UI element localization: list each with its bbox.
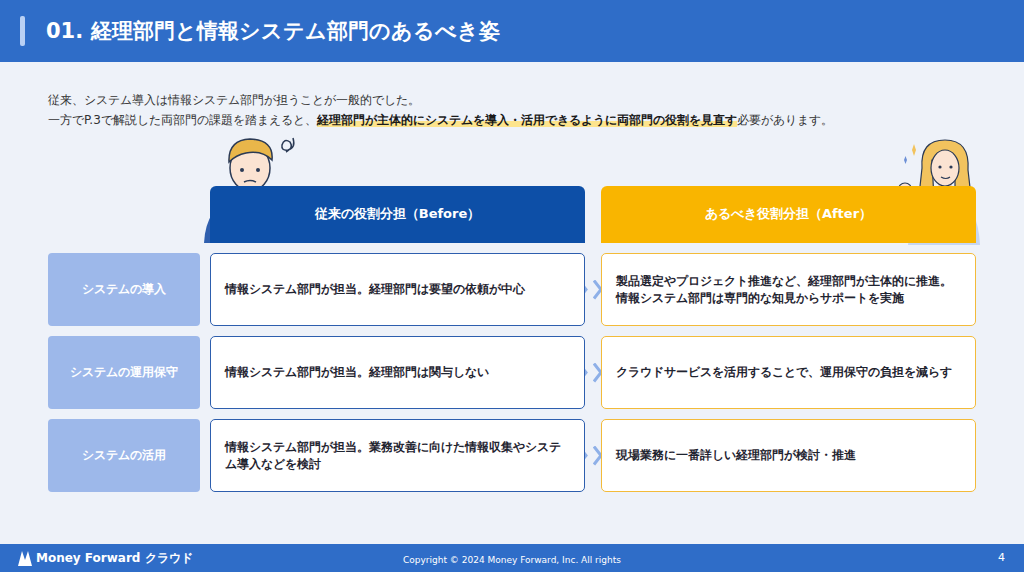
row-header: システムの活用 — [48, 419, 200, 492]
intro-text: 一方でP.3で解説した両部門の課題を踏まえると、 — [48, 113, 317, 127]
after-box: 製品選定やプロジェクト推進など、経理部門が主体的に推進。 情報システム部門は専門… — [601, 253, 976, 326]
before-box: 情報システム部門が担当。経理部門は要望の依頼が中心 — [210, 253, 585, 326]
intro-highlight: 経理部門が主体的にシステムを導入・活用できるように両部門の役割を見直す — [317, 113, 737, 127]
slide-title: 01. 経理部門と情報システム部門のあるべき姿 — [46, 16, 500, 46]
node-text: 情報システム部門が担当。経理部門は関与しない — [225, 364, 570, 381]
connector-path — [585, 289, 601, 290]
connector-path — [585, 372, 601, 373]
node-text: あるべき役割分担（After） — [705, 205, 872, 224]
header-bar — [0, 0, 1024, 62]
node-text: 従来の役割分担（Before） — [315, 205, 481, 224]
before-box: 情報システム部門が担当。業務改善に向けた情報収集やシステム導入などを検討 — [210, 419, 585, 492]
column-header: あるべき役割分担（After） — [601, 186, 976, 243]
page-number: 4 — [998, 550, 1005, 566]
column-header: 従来の役割分担（Before） — [210, 186, 585, 243]
logo-icon — [18, 551, 32, 566]
intro-text: 従来、システム導入は情報システム部門が担うことが一般的でした。 — [48, 92, 420, 108]
after-box: クラウドサービスを活用することで、運用保守の負担を減らす — [601, 336, 976, 409]
footer-bar — [0, 544, 1024, 572]
node-text: クラウドサービスを活用することで、運用保守の負担を減らす — [616, 364, 961, 381]
node-text: システムの活用 — [82, 447, 166, 464]
header-accent — [20, 16, 25, 46]
node-text: 情報システム部門が担当。業務改善に向けた情報収集やシステム導入などを検討 — [225, 439, 570, 472]
connector-path — [585, 455, 601, 456]
row-header: システムの運用保守 — [48, 336, 200, 409]
node-text: 情報システム部門が担当。経理部門は要望の依頼が中心 — [225, 281, 570, 298]
intro-text: 必要があります。 — [737, 113, 833, 127]
node-text: 製品選定やプロジェクト推進など、経理部門が主体的に推進。 情報システム部門は専門… — [616, 273, 961, 306]
logo-text: Money Forward クラウド — [36, 550, 193, 566]
node-text: 現場業務に一番詳しい経理部門が検討・推進 — [616, 447, 961, 464]
intro-line: 一方でP.3で解説した両部門の課題を踏まえると、経理部門が主体的にシステムを導入… — [48, 112, 833, 128]
node-text: システムの運用保守 — [70, 364, 178, 381]
row-header: システムの導入 — [48, 253, 200, 326]
before-box: 情報システム部門が担当。経理部門は関与しない — [210, 336, 585, 409]
after-box: 現場業務に一番詳しい経理部門が検討・推進 — [601, 419, 976, 492]
copyright: Copyright © 2024 Money Forward, Inc. All… — [403, 552, 621, 568]
node-text: システムの導入 — [82, 281, 166, 298]
